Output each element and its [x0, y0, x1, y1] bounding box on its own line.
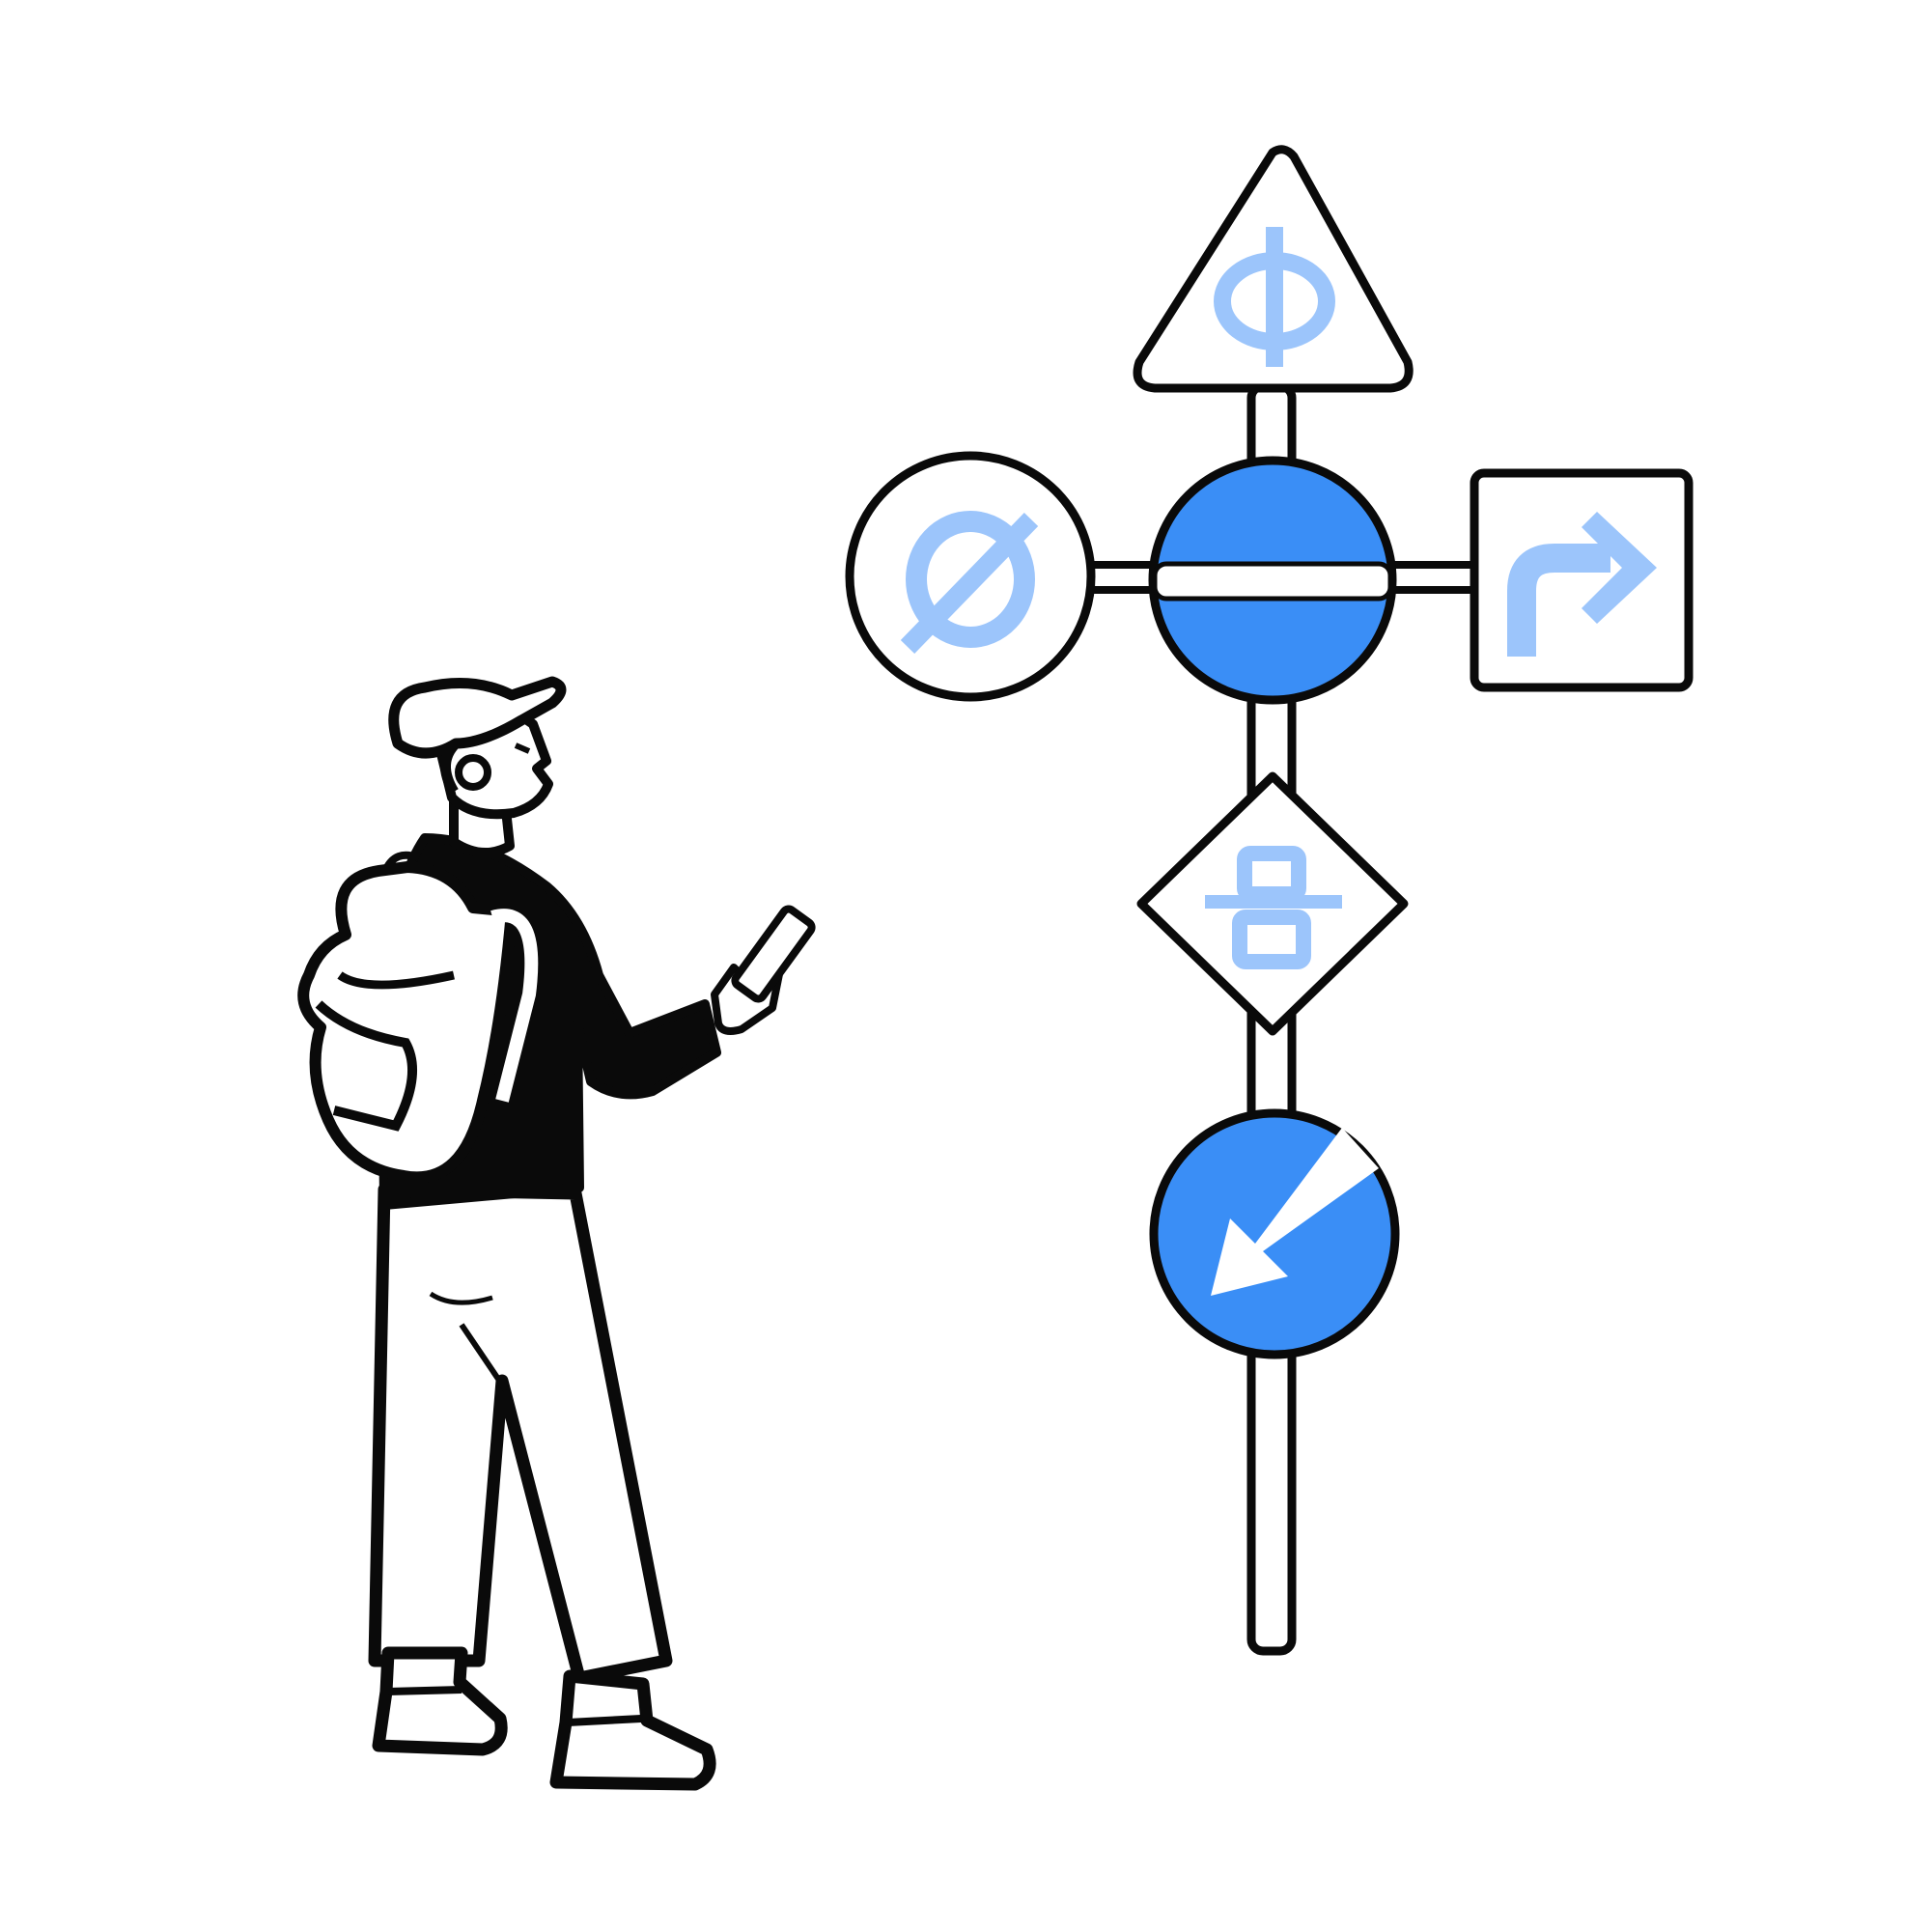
empty-set-sign — [845, 451, 1096, 702]
backpack-flap — [337, 970, 455, 990]
turn-right-arrow-icon — [1507, 512, 1657, 657]
keep-left-sign — [1149, 1108, 1400, 1359]
backpack-strap — [490, 909, 539, 1103]
no-entry-bar-icon — [1152, 561, 1393, 602]
no-entry-sign — [1148, 456, 1397, 705]
ear — [455, 754, 491, 791]
signpost — [845, 145, 1694, 1656]
person-figure — [297, 676, 816, 1791]
empty-set-icon — [900, 511, 1039, 654]
phone-icon — [731, 905, 816, 1003]
backpack-pocket — [315, 1000, 418, 1132]
left-boot — [372, 1646, 508, 1756]
trousers — [368, 1183, 673, 1685]
down-left-arrow-icon — [1211, 1128, 1379, 1296]
right-boot — [549, 1669, 716, 1791]
crossed-eight-sign — [1136, 771, 1409, 1036]
turn-right-sign — [1470, 468, 1694, 692]
backpack — [297, 861, 518, 1184]
triangle-sign — [1133, 145, 1414, 393]
backpack-top-handle — [382, 851, 419, 871]
eye — [514, 742, 531, 754]
crossed-eight-icon — [1205, 846, 1342, 969]
phi-letter-icon — [1214, 227, 1335, 367]
